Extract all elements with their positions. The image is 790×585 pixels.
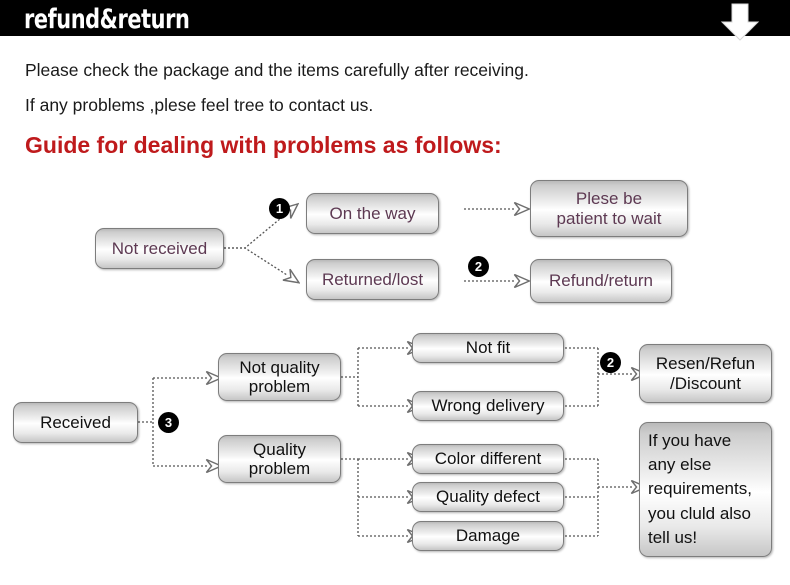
header-bar: refund&return bbox=[0, 0, 790, 36]
box-not-quality-problem[interactable]: Not quality problem bbox=[218, 353, 341, 401]
box-damage[interactable]: Damage bbox=[412, 521, 564, 551]
badge-three-bottom: 3 bbox=[158, 412, 179, 433]
box-color-different[interactable]: Color different bbox=[412, 444, 564, 474]
box-refund-return[interactable]: Refund/return bbox=[530, 259, 672, 303]
badge-two-bottom: 2 bbox=[600, 352, 621, 373]
intro-line-1: Please check the package and the items c… bbox=[25, 60, 529, 80]
box-resend-refund-discount[interactable]: Resen/Refun /Discount bbox=[639, 344, 772, 403]
badge-two-top: 2 bbox=[468, 256, 489, 277]
guide-heading: Guide for dealing with problems as follo… bbox=[25, 132, 502, 158]
box-on-the-way[interactable]: On the way bbox=[306, 193, 439, 234]
box-quality-defect[interactable]: Quality defect bbox=[412, 482, 564, 512]
intro-line-2: If any problems ,plese feel tree to cont… bbox=[25, 95, 374, 115]
box-extra-note[interactable]: If you have any else requirements, you c… bbox=[639, 422, 772, 557]
box-not-fit[interactable]: Not fit bbox=[412, 333, 564, 363]
badge-one-top: 1 bbox=[269, 198, 290, 219]
box-received[interactable]: Received bbox=[13, 402, 138, 443]
box-wrong-delivery[interactable]: Wrong delivery bbox=[412, 391, 564, 421]
box-returned-lost[interactable]: Returned/lost bbox=[306, 259, 439, 300]
box-quality-problem[interactable]: Quality problem bbox=[218, 435, 341, 483]
box-please-be-patient[interactable]: Plese be patient to wait bbox=[530, 180, 688, 237]
box-not-received[interactable]: Not received bbox=[95, 228, 224, 269]
down-arrow-icon bbox=[720, 3, 760, 41]
page-title: refund&return bbox=[24, 4, 190, 35]
